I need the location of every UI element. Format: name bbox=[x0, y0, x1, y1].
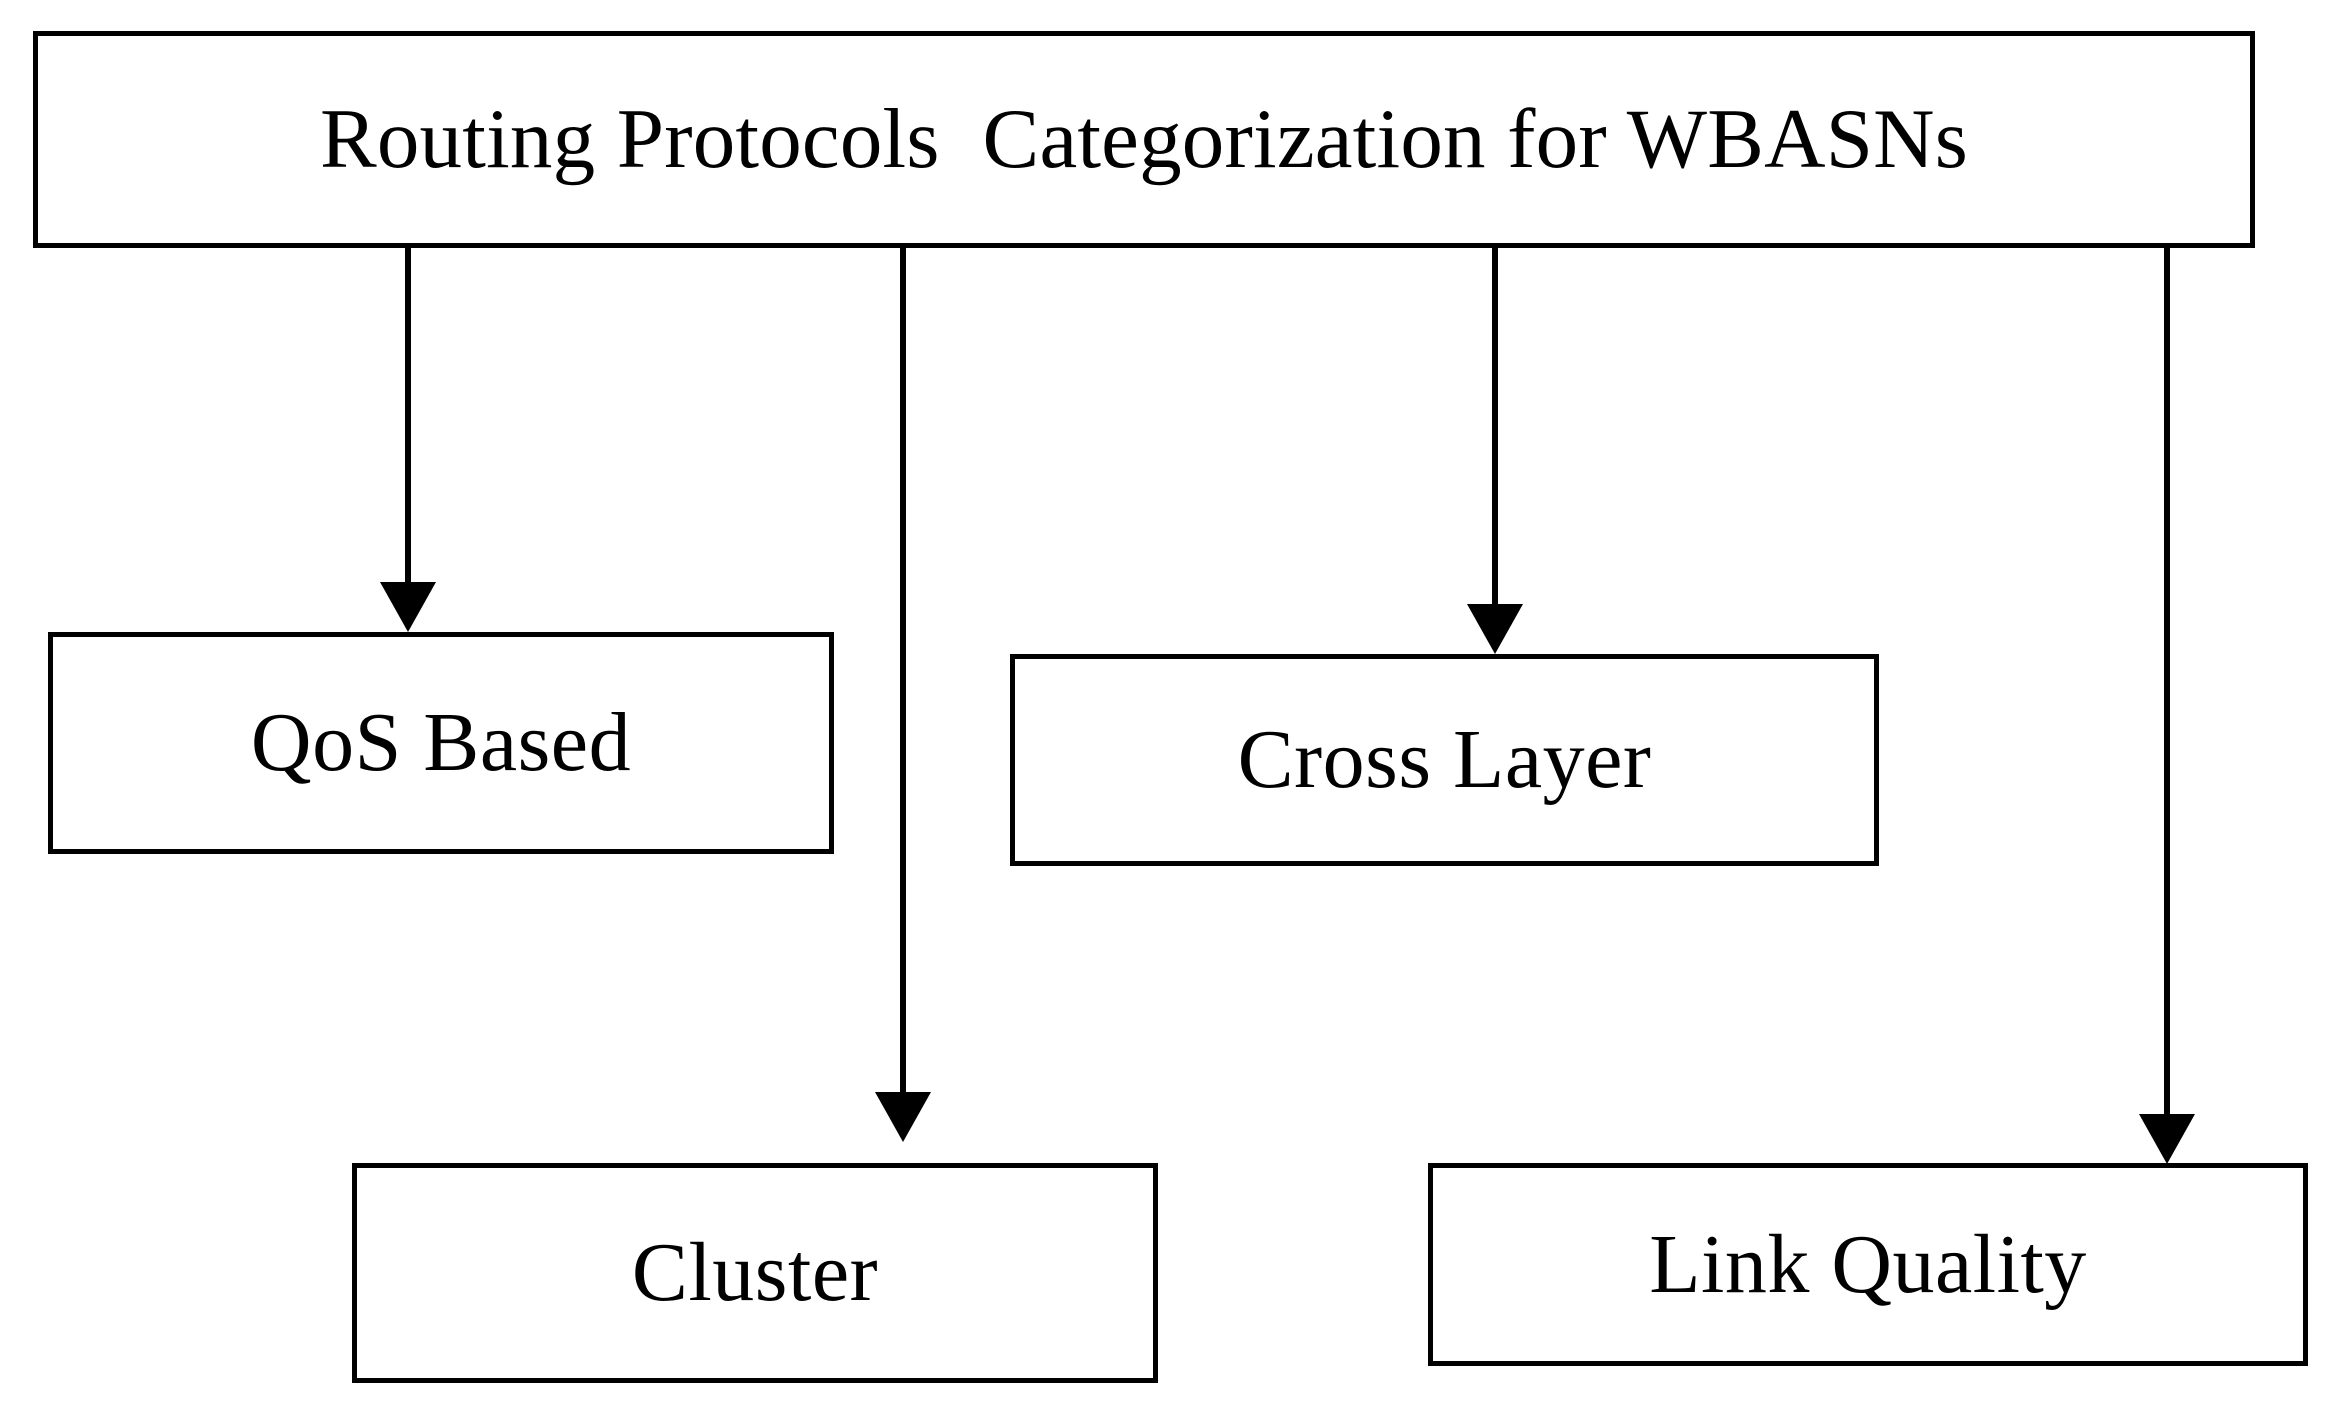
node-routing-protocols-categorization[interactable]: Routing Protocols Categorization for WBA… bbox=[33, 31, 2255, 248]
node-cluster[interactable]: Cluster bbox=[352, 1163, 1158, 1383]
node-label-link-quality: Link Quality bbox=[1649, 1217, 2087, 1311]
node-label-cross-layer: Cross Layer bbox=[1237, 713, 1652, 806]
arrow-head-down-icon bbox=[1467, 604, 1523, 654]
node-link-quality[interactable]: Link Quality bbox=[1428, 1163, 2308, 1366]
node-label-root: Routing Protocols Categorization for WBA… bbox=[319, 92, 1969, 186]
node-qos-based[interactable]: QoS Based bbox=[48, 632, 834, 854]
arrow-head-down-icon bbox=[875, 1092, 931, 1142]
arrow-head-down-icon bbox=[380, 582, 436, 632]
arrow-shaft bbox=[405, 248, 411, 584]
arrow-head-down-icon bbox=[2139, 1114, 2195, 1164]
node-cross-layer[interactable]: Cross Layer bbox=[1010, 654, 1879, 866]
arrow-shaft bbox=[2164, 248, 2170, 1116]
node-label-qos-based: QoS Based bbox=[250, 696, 632, 789]
arrow-shaft bbox=[1492, 248, 1498, 606]
arrow-shaft bbox=[900, 248, 906, 1094]
node-label-cluster: Cluster bbox=[631, 1226, 879, 1319]
